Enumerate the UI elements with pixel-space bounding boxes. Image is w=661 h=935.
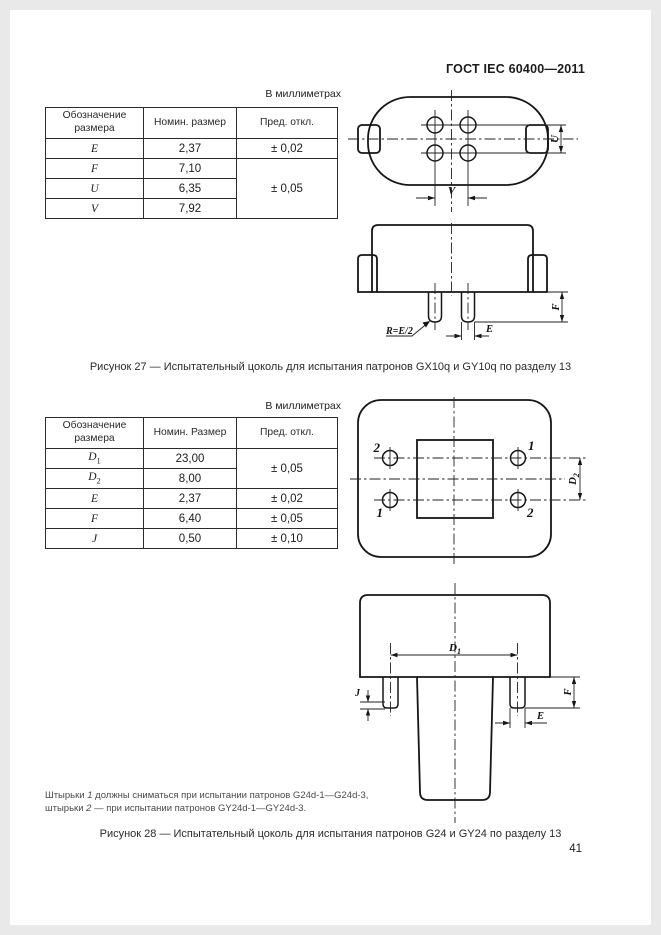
footnote-line-1: Штырьки 1 должны сниматься при испытании… (45, 790, 369, 801)
dim-label-u: U (549, 134, 561, 143)
dim-tolerance: ± 0,02 (236, 488, 338, 509)
figure-28-side-view: D1 F E J (354, 583, 580, 823)
cap-body-outline (367, 96, 549, 186)
dim-nominal: 6,40 (143, 508, 237, 529)
dim-label-d1: D1 (448, 642, 461, 656)
dim-symbol: E (45, 488, 144, 509)
table-row: F 6,40 ± 0,05 (45, 508, 338, 529)
footnote-line-2: штырьки 2 — при испытании патронов GY24d… (45, 803, 307, 814)
table-row: J 0,50 ± 0,10 (45, 528, 338, 549)
units-label-28: В миллиметрах (265, 400, 341, 412)
col-header-tolerance: Пред. откл. (236, 417, 338, 449)
figure-27-caption: Рисунок 27 — Испытательный цоколь для ис… (89, 361, 572, 373)
e-dimension-lines (495, 708, 547, 728)
table-row: D1 23,00 ± 0,05 (45, 448, 338, 489)
dim-label-f: F (551, 303, 562, 311)
right-tab (527, 254, 548, 293)
cap-body-outline (359, 594, 551, 678)
dim-nominal: 2,37 (143, 488, 237, 509)
pin-label-top-right: 1 (528, 438, 535, 453)
dim-label-d2: D2 (568, 473, 581, 486)
dim-nominal: 7,92 (143, 198, 237, 219)
dim-label-f: F (563, 688, 574, 696)
left-tab (357, 254, 378, 293)
radius-leader-line (386, 321, 430, 337)
table-header-row: Обозначение размера Номин. Размер Пред. … (45, 417, 338, 449)
figure-28-footnote: Штырьки 1 должны сниматься при испытании… (45, 789, 405, 815)
pin-center-lines (390, 643, 518, 716)
dim-nominal: 2,37 (143, 138, 237, 159)
pin-row-lines (421, 124, 548, 154)
dim-symbol: U (45, 178, 144, 199)
dim-symbol: E (45, 138, 144, 159)
dim-label-e: E (485, 324, 493, 335)
units-label-27: В миллиметрах (265, 88, 341, 100)
dim-symbol: D1 (45, 448, 144, 469)
table-row: E 2,37 ± 0,02 (45, 488, 338, 509)
dim-tolerance: ± 0,10 (236, 528, 338, 549)
e-dimension-lines (446, 322, 489, 340)
cap-body-outline (371, 224, 534, 293)
figure-28-caption: Рисунок 28 — Испытательный цоколь для ис… (99, 828, 562, 840)
dim-nominal: 0,50 (143, 528, 237, 549)
table-header-row: Обозначение размера Номин. размер Пред. … (45, 107, 338, 139)
dim-tolerance: ± 0,05 (236, 508, 338, 529)
pin-label-top-left: 2 (373, 440, 381, 455)
table-row: F 7,10 ± 0,05 (45, 158, 338, 219)
pin-center-lines (434, 283, 469, 330)
pin-label-bottom-left: 1 (377, 505, 384, 520)
col-header-designation: Обозначение размера (45, 417, 144, 449)
dim-label-j: J (354, 688, 361, 699)
j-dimension-lines (360, 690, 385, 721)
dim-nominal: 23,00 (143, 448, 237, 469)
document-page: ГОСТ IEC 60400—2011 В миллиметрах Обозна… (10, 10, 651, 925)
dim-tolerance-merged: ± 0,05 (236, 158, 338, 219)
dim-symbol: D2 (45, 468, 144, 489)
pin-label-bottom-right: 2 (526, 505, 534, 520)
pin-column-lines (434, 110, 469, 206)
dim-nominal: 6,35 (143, 178, 237, 199)
dim-symbol: J (45, 528, 144, 549)
figure-28-top-view: 2 1 1 2 D2 (350, 397, 586, 565)
table-row: U 6,35 (45, 178, 338, 199)
pin-cross-ticks (389, 447, 519, 511)
figure-27-side-view: R=E/2 E F (357, 223, 568, 340)
radius-label: R=E/2 (385, 326, 413, 337)
dim-nominal: 8,00 (143, 468, 237, 489)
cap-body-outline (357, 399, 552, 558)
dim-symbol: F (45, 158, 144, 179)
document-number: ГОСТ IEC 60400—2011 (446, 62, 585, 76)
table-row: D2 8,00 (45, 468, 338, 489)
col-header-nominal: Номин. Размер (143, 417, 237, 449)
dim-nominal: 7,10 (143, 158, 237, 179)
dim-tolerance: ± 0,02 (236, 138, 338, 159)
dim-label-v: V (448, 185, 457, 197)
figure-27-top-view: V U (348, 90, 578, 212)
col-header-designation: Обозначение размера (45, 107, 144, 139)
dim-tolerance-merged: ± 0,05 (236, 448, 338, 489)
table-row: V 7,92 (45, 198, 338, 219)
dim-label-e: E (536, 711, 544, 722)
dimensions-table-28: Обозначение размера Номин. Размер Пред. … (45, 417, 338, 549)
dim-symbol: F (45, 508, 144, 529)
pin-row-lines (374, 457, 586, 501)
dim-symbol: V (45, 198, 144, 219)
table-row: E 2,37 ± 0,02 (45, 138, 338, 159)
dimensions-table-27: Обозначение размера Номин. размер Пред. … (45, 107, 338, 219)
col-header-nominal: Номин. размер (143, 107, 237, 139)
col-header-tolerance: Пред. откл. (236, 107, 338, 139)
page-number: 41 (569, 843, 582, 855)
